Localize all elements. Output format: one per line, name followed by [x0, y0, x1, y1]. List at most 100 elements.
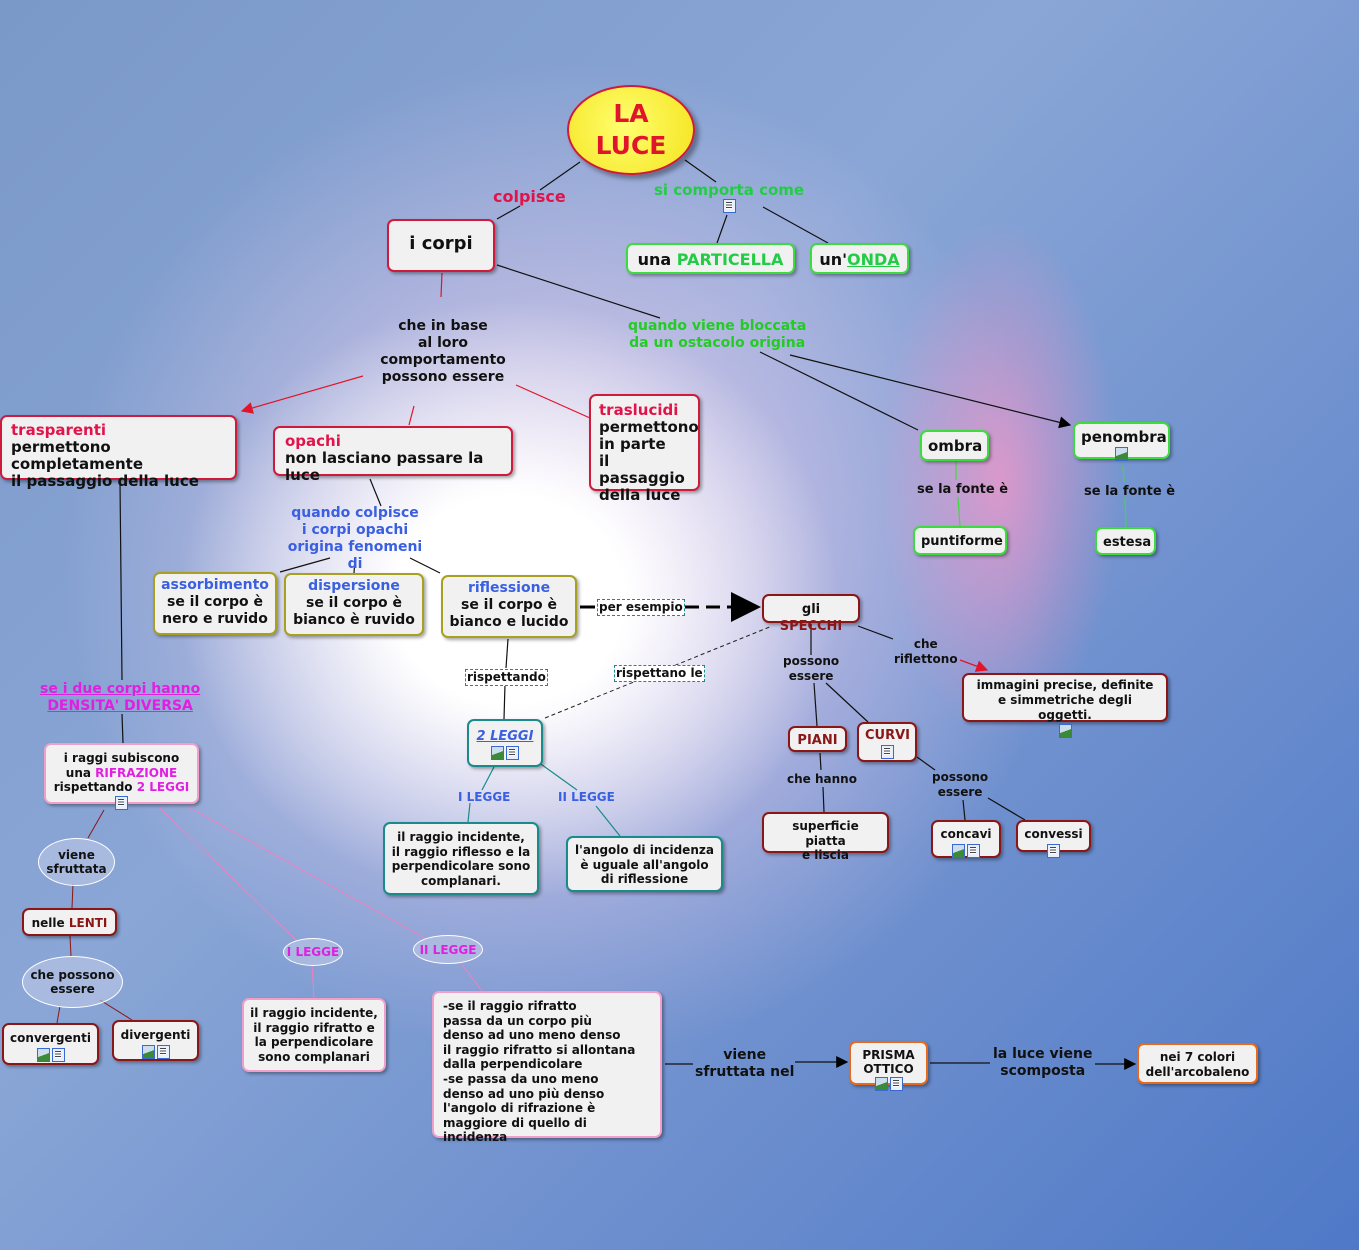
link-ii-legge-rifrazione: II LEGGE: [413, 935, 483, 964]
node-lenti-label: LENTI: [68, 916, 108, 930]
node-specchi-prefix: gli: [801, 602, 821, 617]
node-particella-label: PARTICELLA: [676, 250, 784, 269]
node-prisma-label: PRISMA OTTICO: [862, 1048, 915, 1076]
node-curvi-label: CURVI: [865, 728, 911, 743]
link-possono-essere-1: possono essere: [783, 654, 840, 683]
link-che-riflettono: che riflettono: [894, 637, 958, 666]
link-i-legge-rifrazione: I LEGGE: [283, 938, 343, 966]
link-ii-legge-riflessione: II LEGGE: [558, 790, 615, 804]
node-i-corpi[interactable]: i corpi: [387, 219, 495, 272]
link-si-comporta-text: si comporta come: [654, 181, 805, 199]
node-assorbimento-text: se il corpo è nero e ruvido: [162, 594, 268, 627]
link-rispettando: rispettando: [465, 669, 548, 686]
title-line-2: LUCE: [595, 131, 667, 160]
node-penombra[interactable]: penombra: [1073, 422, 1170, 461]
image-icon[interactable]: [1058, 724, 1072, 738]
node-rifrazione[interactable]: i raggi subiscono una RIFRAZIONE rispett…: [44, 743, 199, 810]
node-onda-prefix: un': [819, 250, 848, 269]
node-traslucidi-title: traslucidi: [599, 401, 679, 419]
link-che-possono: che possono essere: [22, 956, 123, 1008]
document-icon[interactable]: [1047, 844, 1060, 858]
node-traslucidi-text: permettono in parte il passaggio della l…: [599, 418, 699, 504]
node-immagini-text: immagini precise, definite e simmetriche…: [976, 678, 1154, 722]
document-icon[interactable]: [880, 745, 894, 759]
document-icon[interactable]: [967, 844, 980, 858]
node-colori[interactable]: nei 7 colori dell'arcobaleno: [1137, 1043, 1258, 1084]
node-legge-2-riflessione[interactable]: l'angolo di incidenza è uguale all'angol…: [566, 836, 723, 892]
node-superficie[interactable]: superficie piatta e liscia: [762, 812, 889, 862]
node-rifrazione-leggi: 2 LEGGI: [136, 780, 190, 794]
node-rifrazione-text: i raggi subiscono una: [63, 751, 180, 780]
node-divergenti[interactable]: divergenti: [112, 1020, 199, 1061]
node-ombra[interactable]: ombra: [920, 430, 989, 461]
image-icon[interactable]: [36, 1048, 50, 1062]
node-convergenti-label: convergenti: [10, 1031, 91, 1045]
document-icon[interactable]: [115, 795, 128, 810]
node-legge-1-rifrazione[interactable]: il raggio incidente, il raggio rifratto …: [242, 998, 386, 1072]
image-icon[interactable]: [141, 1045, 155, 1059]
link-se-fonte-2: se la fonte è: [1084, 484, 1176, 499]
image-icon[interactable]: [1115, 447, 1128, 461]
image-icon[interactable]: [952, 844, 965, 858]
link-quando-colpisce: quando colpisce i corpi opachi origina f…: [287, 505, 423, 572]
node-opachi-title: opachi: [285, 432, 341, 450]
node-curvi[interactable]: CURVI: [857, 722, 917, 762]
node-lenti[interactable]: nelle LENTI: [22, 908, 117, 936]
node-riflessione-text: se il corpo è bianco e lucido: [449, 597, 569, 630]
document-icon[interactable]: [51, 1048, 65, 1062]
node-onda[interactable]: un'ONDA: [810, 243, 909, 274]
node-dispersione-text: se il corpo è bianco è ruvido: [293, 595, 415, 628]
image-icon[interactable]: [874, 1077, 888, 1091]
link-rispettano-le: rispettano le: [614, 665, 705, 682]
node-divergenti-label: divergenti: [120, 1028, 191, 1042]
node-particella[interactable]: una PARTICELLA: [626, 243, 795, 274]
link-densita-line-1: se i due corpi hanno: [40, 681, 201, 697]
link-in-base: che in base al loro comportamento posson…: [380, 318, 506, 385]
node-convergenti[interactable]: convergenti: [2, 1023, 99, 1065]
node-penombra-label: penombra: [1081, 428, 1167, 446]
node-convessi-label: convessi: [1024, 827, 1083, 841]
node-trasparenti-text: permettono completamente il passaggio de…: [11, 438, 199, 490]
link-si-comporta: si comporta come: [654, 183, 804, 214]
link-densita-line-2: DENSITA' DIVERSA: [47, 698, 193, 714]
document-icon[interactable]: [722, 199, 736, 213]
node-trasparenti-title: trasparenti: [11, 421, 107, 439]
node-convessi[interactable]: convessi: [1016, 820, 1091, 858]
link-i-legge-riflessione: I LEGGE: [458, 790, 511, 804]
node-legge-1-riflessione[interactable]: il raggio incidente, il raggio riflesso …: [383, 822, 539, 895]
node-particella-prefix: una: [637, 250, 677, 269]
node-puntiforme[interactable]: puntiforme: [913, 526, 1007, 555]
node-concavi[interactable]: concavi: [931, 820, 1001, 858]
node-prisma[interactable]: PRISMA OTTICO: [849, 1041, 928, 1091]
node-assorbimento-title: assorbimento: [161, 577, 269, 593]
node-rifrazione-text-2: rispettando: [53, 780, 133, 794]
node-estesa[interactable]: estesa: [1095, 527, 1156, 555]
node-2-leggi[interactable]: 2 LEGGI: [467, 719, 543, 767]
link-colpisce: colpisce: [493, 187, 566, 206]
node-2-leggi-link[interactable]: 2 LEGGI: [476, 729, 534, 744]
node-specchi[interactable]: gli SPECCHI: [762, 594, 860, 634]
node-piani[interactable]: PIANI: [788, 726, 847, 752]
node-opachi-text: non lasciano passare la luce: [285, 449, 484, 484]
link-se-fonte-1: se la fonte è: [917, 482, 1009, 497]
image-icon[interactable]: [491, 746, 504, 760]
link-che-hanno: che hanno: [787, 772, 857, 786]
node-dispersione-title: dispersione: [308, 578, 400, 594]
node-riflessione-title: riflessione: [467, 580, 551, 596]
node-legge-2-rifrazione[interactable]: -se il raggio rifratto passa da un corpo…: [432, 991, 662, 1144]
document-icon[interactable]: [156, 1045, 170, 1059]
node-specchi-label: SPECCHI: [779, 619, 843, 634]
node-immagini[interactable]: immagini precise, definite e simmetriche…: [962, 673, 1168, 738]
node-onda-link[interactable]: ONDA: [847, 250, 900, 269]
document-icon[interactable]: [889, 1077, 903, 1091]
document-icon[interactable]: [506, 746, 519, 760]
